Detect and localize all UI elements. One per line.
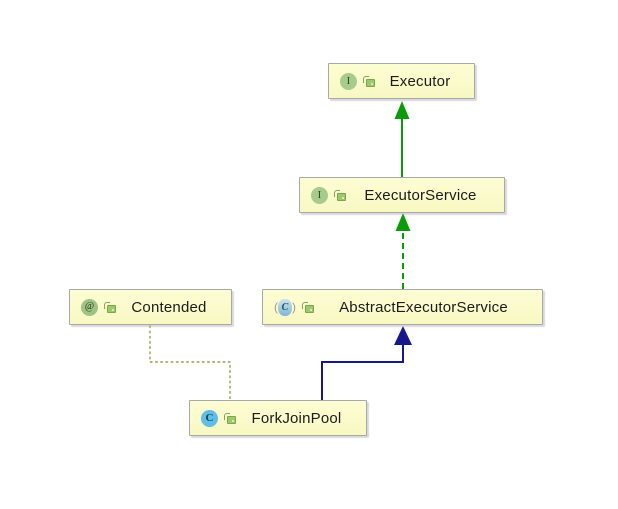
class-icon: C (201, 409, 218, 427)
node-label: AbstractExecutorService (339, 298, 508, 316)
arrowhead-icon (394, 101, 410, 119)
node-abstract-executor-service[interactable]: (C) AbstractExecutorService (262, 289, 543, 325)
edge-abstractexecutorservice-implements-executorservice[interactable] (395, 213, 411, 289)
lock-icon (302, 301, 314, 313)
node-executor[interactable]: I Executor (328, 63, 475, 99)
lock-icon (363, 75, 375, 87)
node-contended[interactable]: @ Contended (69, 289, 232, 325)
node-label: ForkJoinPool (251, 409, 342, 427)
lock-icon (224, 412, 236, 424)
lock-icon (334, 189, 346, 201)
node-fork-join-pool[interactable]: C ForkJoinPool (189, 400, 367, 436)
node-label: Executor (389, 72, 451, 90)
edge-forkjoinpool-annotation-contended[interactable] (149, 325, 231, 400)
node-executor-service[interactable]: I ExecutorService (299, 177, 505, 213)
interface-icon: I (311, 186, 328, 204)
arrowhead-icon (394, 326, 412, 345)
interface-icon: I (340, 72, 357, 90)
arrowhead-icon (395, 213, 411, 231)
edge-executorservice-extends-executor[interactable] (394, 101, 410, 177)
annotation-icon: @ (81, 298, 98, 316)
edge-forkjoinpool-extends-abstractexecutorservice[interactable] (321, 326, 412, 400)
node-label: Contended (131, 298, 207, 316)
node-label: ExecutorService (364, 186, 477, 204)
lock-icon (104, 301, 116, 313)
abstract-class-icon: (C) (274, 298, 296, 316)
